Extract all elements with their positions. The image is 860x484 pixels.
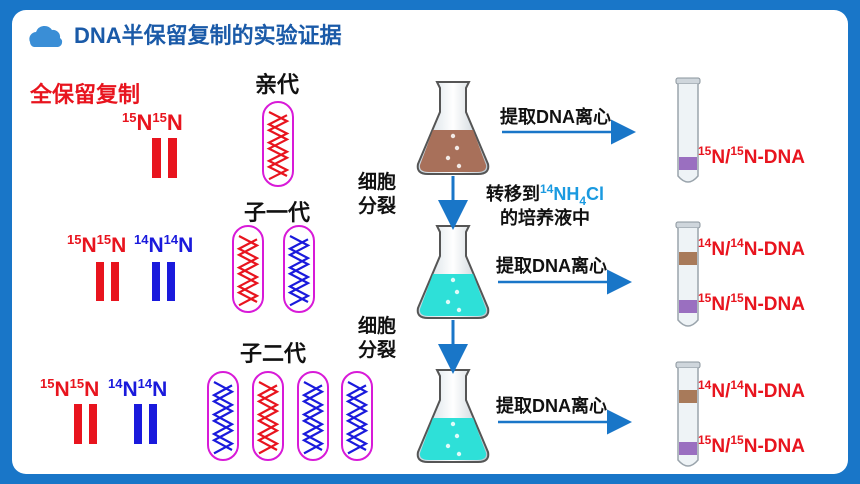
title-bar: DNA半保留复制的实验证据: [29, 23, 342, 48]
tube-gen1: [675, 221, 701, 327]
band-label-2-heavy: 15N/15N-DNA: [698, 291, 805, 315]
svg-text:15N15N: 15N15N: [67, 232, 126, 257]
flask-gen2: [416, 369, 490, 463]
band-label-2-light: 14N/14N-DNA: [698, 236, 805, 260]
svg-text:14N14N: 14N14N: [108, 376, 167, 401]
band-label-1-heavy: 15N/15N-DNA: [698, 144, 805, 168]
parent-formula: 15N15N: [122, 110, 183, 178]
dna-molecules: [207, 101, 373, 461]
svg-text:14N/14N-DNA: 14N/14N-DNA: [698, 378, 805, 402]
svg-text:14N/14N-DNA: 14N/14N-DNA: [698, 236, 805, 260]
svg-text:15N/15N-DNA: 15N/15N-DNA: [698, 433, 805, 457]
svg-text:提取DNA离心: 提取DNA离心: [496, 255, 607, 276]
svg-text:分裂: 分裂: [358, 195, 396, 217]
cell-division-2: 细胞 分裂: [358, 314, 396, 361]
label-second-generation: 子二代: [240, 341, 306, 366]
dna-gen1-blue: [283, 225, 315, 313]
label-parent-generation: 亲代: [255, 72, 299, 97]
extract-step-1: 提取DNA离心: [500, 106, 636, 145]
dna-gen2-blue-2: [297, 371, 329, 461]
gen2-formula: 15N15N 14N14N: [40, 376, 167, 444]
band-heavy: [679, 300, 697, 313]
svg-text:14N14N: 14N14N: [134, 232, 193, 257]
tube-gen2: [675, 361, 701, 467]
slide: DNA半保留复制的实验证据 全保留复制 15N15N 15N15N 14N14N…: [12, 10, 848, 474]
dna-gen2-blue-3: [341, 371, 373, 461]
page-title: DNA半保留复制的实验证据: [74, 23, 342, 48]
dna-gen2-blue-1: [207, 371, 239, 461]
svg-text:的培养液中: 的培养液中: [500, 207, 590, 228]
flask-parent: [416, 81, 490, 175]
svg-text:分裂: 分裂: [358, 339, 396, 361]
band-label-3-heavy: 15N/15N-DNA: [698, 433, 805, 457]
svg-text:转移到14NH4Cl: 转移到14NH4Cl: [486, 182, 604, 208]
dna-gen2-red: [252, 371, 284, 461]
flasks: [416, 81, 490, 463]
extract-step-3: 提取DNA离心: [496, 395, 632, 435]
band-heavy: [679, 157, 697, 170]
svg-text:提取DNA离心: 提取DNA离心: [496, 395, 607, 416]
transfer-text: 转移到14NH4Cl 的培养液中: [486, 182, 604, 228]
svg-text:细胞: 细胞: [358, 170, 396, 193]
svg-text:15N15N: 15N15N: [40, 376, 99, 401]
extract-step-2: 提取DNA离心: [496, 255, 632, 295]
svg-text:15N/15N-DNA: 15N/15N-DNA: [698, 291, 805, 315]
model-label: 全保留复制: [29, 82, 140, 107]
band-light: [679, 390, 697, 403]
tube-parent: [675, 77, 701, 183]
diagram-canvas: DNA半保留复制的实验证据 全保留复制 15N15N 15N15N 14N14N…: [29, 23, 805, 467]
dna-parent: [262, 101, 294, 187]
flask-gen1: [416, 225, 490, 319]
svg-text:15N/15N-DNA: 15N/15N-DNA: [698, 144, 805, 168]
cell-division-1: 细胞 分裂: [358, 170, 396, 217]
label-first-generation: 子一代: [244, 200, 310, 225]
dna-gen1-red: [232, 225, 264, 313]
test-tubes: [675, 77, 701, 467]
svg-text:细胞: 细胞: [358, 314, 396, 337]
svg-text:15N15N: 15N15N: [122, 110, 183, 135]
cloud-icon: [29, 25, 63, 47]
gen1-formula: 15N15N 14N14N: [67, 232, 193, 301]
band-heavy: [679, 442, 697, 455]
band-label-3-light: 14N/14N-DNA: [698, 378, 805, 402]
band-light: [679, 252, 697, 265]
svg-text:提取DNA离心: 提取DNA离心: [500, 106, 611, 127]
